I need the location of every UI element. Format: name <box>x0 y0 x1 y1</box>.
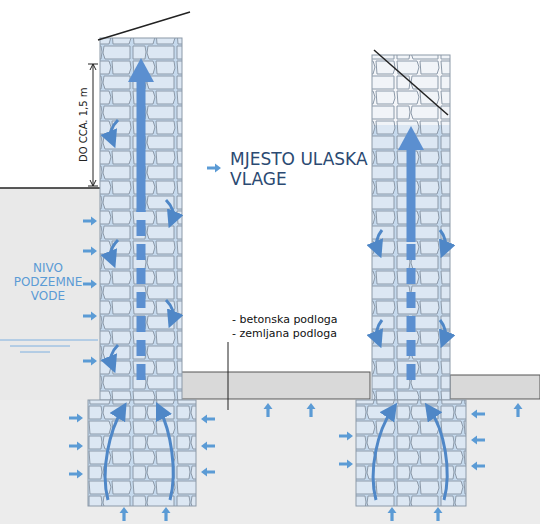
water-level-label: NIVO PODZEMNE VODE <box>8 262 88 303</box>
floor-label: - betonska podloga <box>232 314 338 327</box>
floor-label: - zemljana podloga <box>232 328 337 341</box>
dimension-label: DO CCA. 1,5 m <box>77 88 89 163</box>
legend-text: MJESTO ULASKA VLAGE <box>230 150 380 189</box>
